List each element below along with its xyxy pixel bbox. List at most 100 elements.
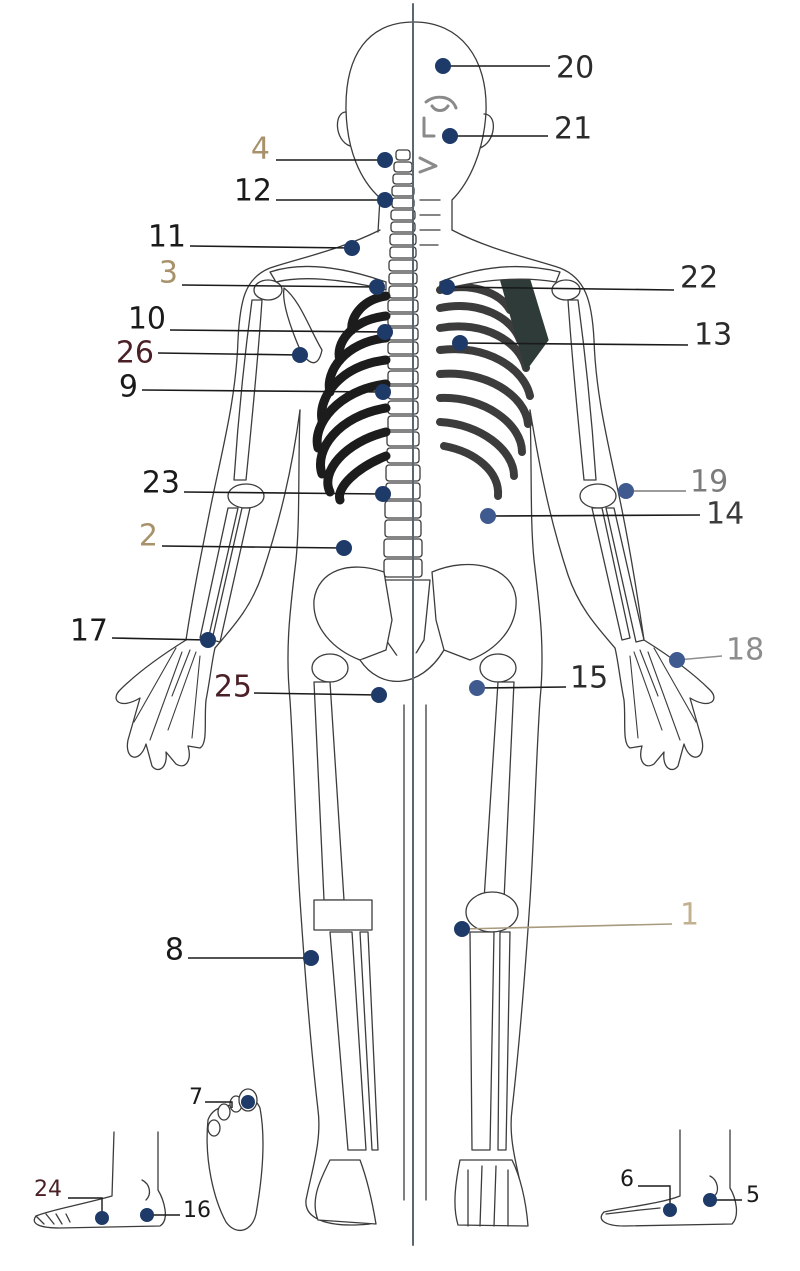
leader-line xyxy=(446,286,675,291)
marker-dot[interactable] xyxy=(375,486,391,502)
marker-label: 6 xyxy=(620,1167,634,1192)
marker-dot[interactable] xyxy=(469,680,485,696)
marker-label: 12 xyxy=(234,174,272,209)
marker-dot[interactable] xyxy=(452,335,468,351)
marker-dot[interactable] xyxy=(369,279,385,295)
marker-dot[interactable] xyxy=(303,950,319,966)
marker-21[interactable]: 21 xyxy=(442,112,592,147)
marker-12[interactable]: 12 xyxy=(234,174,393,209)
marker-label: 16 xyxy=(183,1198,211,1223)
marker-label: 15 xyxy=(570,661,608,696)
marker-6[interactable]: 6 xyxy=(620,1167,677,1217)
leader-line xyxy=(459,342,689,346)
marker-23[interactable]: 23 xyxy=(142,466,391,503)
marker-dot[interactable] xyxy=(442,128,458,144)
marker-dot[interactable] xyxy=(200,632,216,648)
ribs-back xyxy=(312,291,391,505)
marker-label: 8 xyxy=(165,933,184,968)
foot-side-left xyxy=(33,1131,166,1229)
marker-label: 24 xyxy=(34,1177,62,1202)
marker-label: 18 xyxy=(726,633,764,668)
spine xyxy=(379,149,441,661)
marker-dot[interactable] xyxy=(292,347,308,363)
marker-label: 1 xyxy=(680,898,699,933)
marker-label: 9 xyxy=(119,370,138,405)
marker-dot[interactable] xyxy=(377,324,393,340)
marker-4[interactable]: 4 xyxy=(251,132,393,169)
marker-18[interactable]: 18 xyxy=(669,633,764,669)
hand-bones xyxy=(133,647,697,741)
marker-label: 26 xyxy=(116,336,154,371)
arm-bones xyxy=(199,299,645,643)
marker-1[interactable]: 1 xyxy=(454,898,699,938)
skull-face xyxy=(418,95,458,174)
foot-side-right xyxy=(600,1129,738,1227)
marker-dot[interactable] xyxy=(375,384,391,400)
leader-line xyxy=(205,1101,233,1108)
marker-3[interactable]: 3 xyxy=(159,256,385,296)
leader-line xyxy=(638,1185,671,1210)
marker-dot[interactable] xyxy=(439,279,455,295)
marker-label: 11 xyxy=(148,220,186,255)
leader-line xyxy=(476,686,567,689)
marker-19[interactable]: 19 xyxy=(618,465,728,500)
leader-line xyxy=(157,352,301,356)
marker-22[interactable]: 22 xyxy=(439,261,718,296)
marker-11[interactable]: 11 xyxy=(148,220,360,257)
marker-16[interactable]: 16 xyxy=(140,1198,211,1223)
marker-dot[interactable] xyxy=(669,652,685,668)
leader-line xyxy=(111,637,209,641)
marker-dot[interactable] xyxy=(377,152,393,168)
marker-label: 19 xyxy=(690,465,728,500)
marker-dot[interactable] xyxy=(377,192,393,208)
marker-label: 14 xyxy=(706,497,744,532)
marker-label: 13 xyxy=(694,318,732,353)
marker-label: 10 xyxy=(128,302,166,337)
pelvis xyxy=(311,563,517,683)
marker-dot[interactable] xyxy=(435,58,451,74)
leader-line xyxy=(189,245,353,249)
marker-label: 4 xyxy=(251,132,270,167)
foot-sole xyxy=(206,1088,264,1232)
marker-dot[interactable] xyxy=(241,1095,255,1109)
leader-line xyxy=(253,692,380,696)
marker-dot[interactable] xyxy=(454,921,470,937)
leader-line xyxy=(141,389,384,393)
marker-14[interactable]: 14 xyxy=(480,497,744,532)
leader-line xyxy=(169,329,386,333)
leg-bones xyxy=(313,681,529,1227)
marker-dot[interactable] xyxy=(95,1211,109,1225)
marker-25[interactable]: 25 xyxy=(214,670,387,705)
marker-17[interactable]: 17 xyxy=(70,614,216,649)
marker-dot[interactable] xyxy=(703,1193,717,1207)
leader-line xyxy=(181,284,378,288)
marker-5[interactable]: 5 xyxy=(703,1183,760,1208)
marker-label: 25 xyxy=(214,670,252,705)
marker-7[interactable]: 7 xyxy=(189,1085,255,1110)
marker-dot[interactable] xyxy=(371,687,387,703)
marker-15[interactable]: 15 xyxy=(469,661,608,697)
marker-26[interactable]: 26 xyxy=(116,336,308,371)
marker-24[interactable]: 24 xyxy=(34,1177,109,1225)
marker-dot[interactable] xyxy=(344,240,360,256)
marker-dot[interactable] xyxy=(336,540,352,556)
marker-20[interactable]: 20 xyxy=(435,51,594,86)
marker-dot[interactable] xyxy=(480,508,496,524)
marker-2[interactable]: 2 xyxy=(139,519,352,557)
marker-dot[interactable] xyxy=(618,483,634,499)
leader-line xyxy=(161,545,345,549)
leader-line xyxy=(183,491,384,495)
marker-dot[interactable] xyxy=(140,1208,154,1222)
leader-line xyxy=(487,514,701,517)
marker-10[interactable]: 10 xyxy=(128,302,393,341)
marker-13[interactable]: 13 xyxy=(452,318,732,353)
marker-9[interactable]: 9 xyxy=(119,370,391,405)
marker-label: 17 xyxy=(70,614,108,649)
marker-dot[interactable] xyxy=(663,1203,677,1217)
shoulder-girdle xyxy=(253,265,581,364)
marker-label: 2 xyxy=(139,519,158,554)
marker-label: 7 xyxy=(189,1085,203,1110)
marker-label: 21 xyxy=(554,112,592,147)
marker-8[interactable]: 8 xyxy=(165,933,319,968)
